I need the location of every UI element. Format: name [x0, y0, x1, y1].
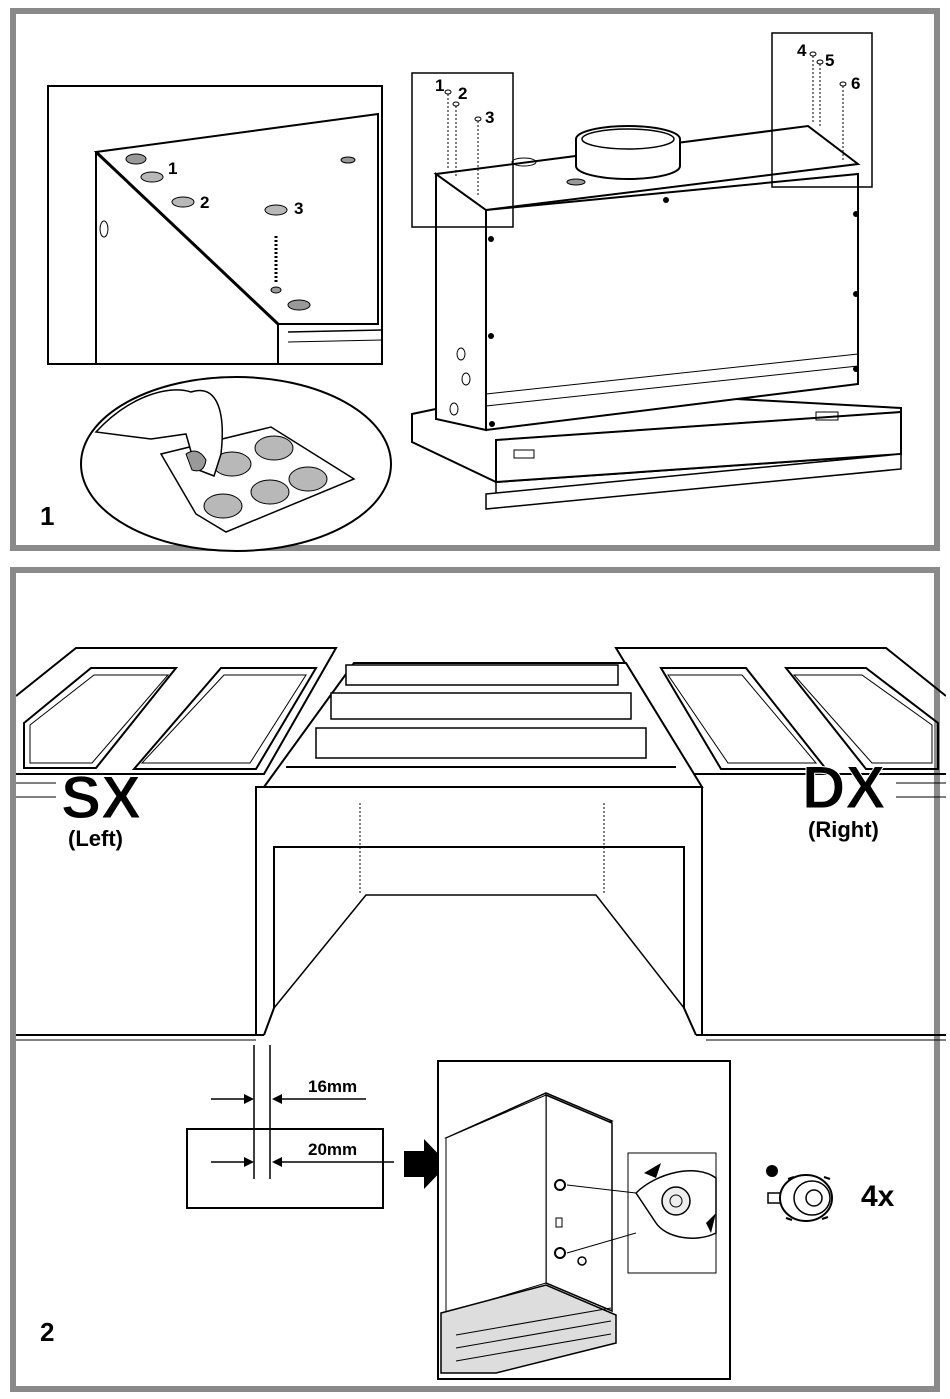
dimension-16mm: 16mm [308, 1077, 357, 1096]
hood-label-2: 2 [458, 84, 467, 103]
hood-illustration [412, 126, 901, 509]
left-caption: (Left) [68, 826, 123, 851]
screw-knob-icon [766, 1165, 832, 1221]
mounting-detail [438, 1061, 730, 1379]
detail-inset: 1 2 3 [48, 86, 382, 364]
detail-label-2: 2 [200, 193, 209, 212]
dimension-drawing [187, 1045, 394, 1208]
dimension-20mm: 20mm [308, 1140, 357, 1159]
left-code: SX [61, 764, 141, 831]
step-1-illustration: 1 2 3 [16, 14, 946, 557]
step-number-1: 1 [40, 501, 54, 531]
detail-label-3: 3 [294, 199, 303, 218]
hood-label-3: 3 [485, 108, 494, 127]
detail-label-1: 1 [168, 159, 177, 178]
step-2-illustration: SX (Left) DX (Right) 16mm 20mm [16, 573, 946, 1398]
hood-label-4: 4 [797, 41, 807, 60]
step-1-panel: 1 2 3 [10, 8, 940, 551]
right-caption: (Right) [808, 817, 879, 842]
step-number-2: 2 [40, 1317, 54, 1347]
hood-label-6: 6 [851, 74, 860, 93]
hood-label-1: 1 [435, 76, 444, 95]
pad-1 [141, 172, 163, 182]
pad-3 [265, 205, 287, 215]
pad-2 [172, 197, 194, 207]
quantity-label: 4x [861, 1180, 895, 1213]
cabinet-illustration [16, 648, 946, 1040]
step-2-panel: SX (Left) DX (Right) 16mm 20mm [10, 567, 940, 1392]
right-code: DX [802, 754, 885, 821]
hood-label-5: 5 [825, 51, 834, 70]
adhesive-pads-icon [81, 377, 391, 551]
